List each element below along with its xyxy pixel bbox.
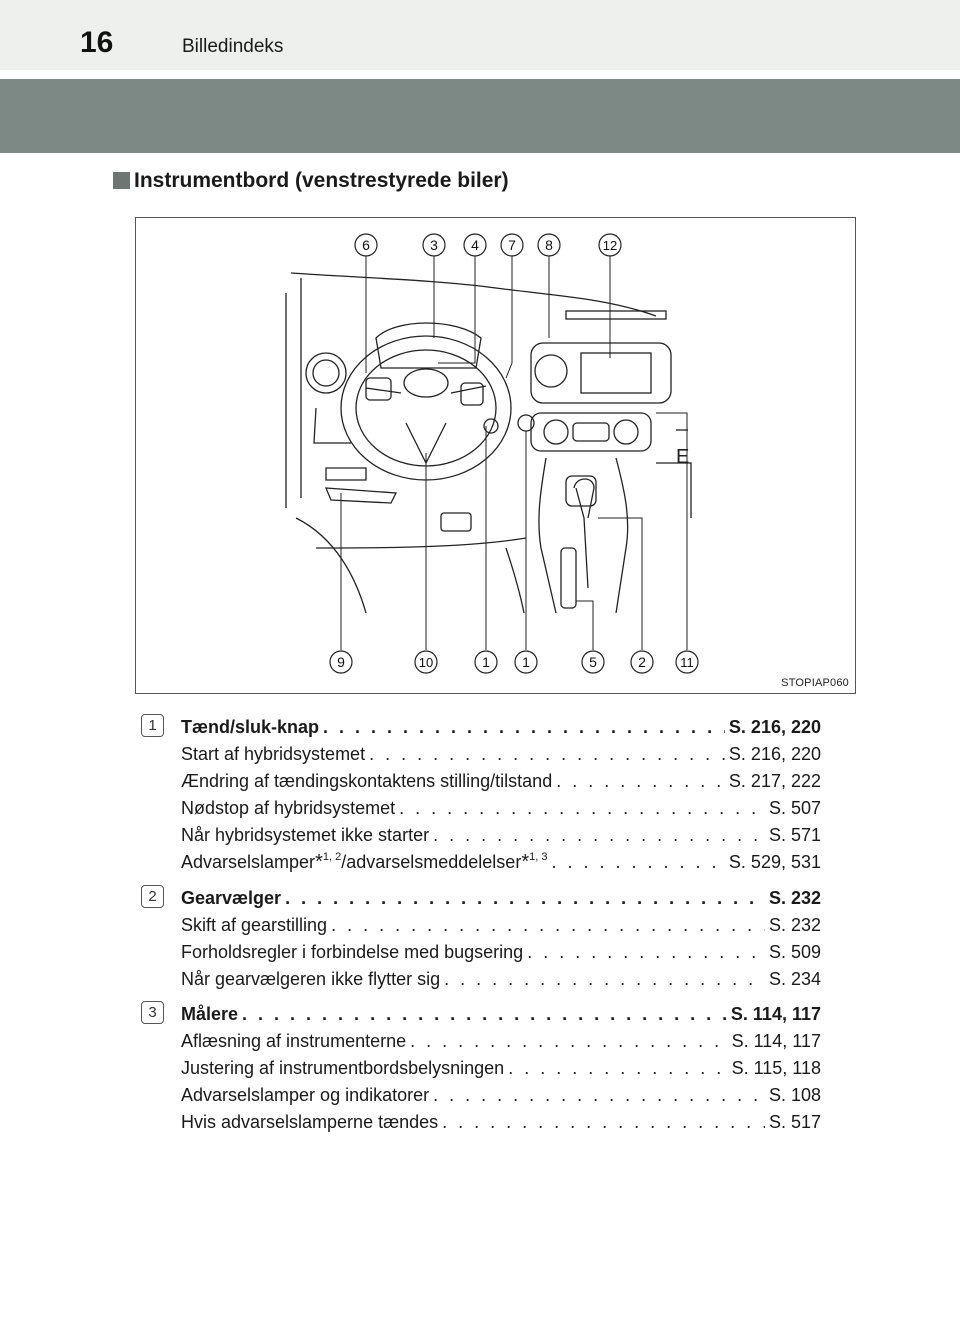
entry-item[interactable]: Aflæsning af instrumenterneS. 114, 117 xyxy=(181,1028,821,1054)
entry-item[interactable]: Ændring af tændingskontaktens stilling/t… xyxy=(181,768,821,794)
callout-3: 3 xyxy=(422,233,446,257)
callout-12: 12 xyxy=(598,233,622,257)
entry-item[interactable]: Skift af gearstillingS. 232 xyxy=(181,912,821,938)
header-band xyxy=(0,79,960,153)
svg-text:11: 11 xyxy=(680,655,694,670)
entry-heading[interactable]: GearvælgerS. 232 xyxy=(181,885,821,911)
callout-4: 4 xyxy=(463,233,487,257)
entry-item[interactable]: Start af hybridsystemetS. 216, 220 xyxy=(181,741,821,767)
page-header: 16 Billedindeks xyxy=(0,0,960,70)
dashboard-illustration: E 6 3 xyxy=(135,217,856,694)
svg-text:6: 6 xyxy=(362,237,370,253)
section-marker-icon xyxy=(113,172,130,189)
callout-11: 11 xyxy=(675,650,699,674)
callout-1b: 1 xyxy=(514,650,538,674)
figure-code: STOPIAP060 xyxy=(781,677,849,689)
entry-item[interactable]: Justering af instrumentbordsbelysningenS… xyxy=(181,1055,821,1081)
svg-text:1: 1 xyxy=(482,654,490,670)
entry-number-box: 2 xyxy=(141,885,164,908)
callout-10: 10 xyxy=(414,650,438,674)
entry-item[interactable]: Når hybridsystemet ikke starterS. 571 xyxy=(181,822,821,848)
callout-8: 8 xyxy=(537,233,561,257)
svg-text:7: 7 xyxy=(508,237,516,253)
svg-text:9: 9 xyxy=(337,654,345,670)
callout-9: 9 xyxy=(329,650,353,674)
entry-number-box: 1 xyxy=(141,714,164,737)
callout-7: 7 xyxy=(500,233,524,257)
svg-text:4: 4 xyxy=(471,237,479,253)
svg-text:10: 10 xyxy=(419,655,433,670)
page-number: 16 xyxy=(80,26,114,59)
header-title: Billedindeks xyxy=(182,36,284,57)
callout-5: 5 xyxy=(581,650,605,674)
entry-item[interactable]: Advarselslamper og indikatorerS. 108 xyxy=(181,1082,821,1108)
entry-number-box: 3 xyxy=(141,1001,164,1024)
entry-item-warning[interactable]: Advarselslamper*1, 2/advarselsmeddelelse… xyxy=(181,849,821,875)
entry-item[interactable]: Når gearvælgeren ikke flytter sigS. 234 xyxy=(181,966,821,992)
svg-text:2: 2 xyxy=(638,654,646,670)
entry-item[interactable]: Forholdsregler i forbindelse med bugseri… xyxy=(181,939,821,965)
svg-text:12: 12 xyxy=(603,238,617,253)
section-title: Instrumentbord (venstrestyrede biler) xyxy=(134,169,509,192)
dashboard-drawing: E 6 3 xyxy=(285,233,699,674)
svg-text:1: 1 xyxy=(522,654,530,670)
callout-6: 6 xyxy=(354,233,378,257)
entry-item[interactable]: Hvis advarselslamperne tændesS. 517 xyxy=(181,1109,821,1135)
svg-text:8: 8 xyxy=(545,237,553,253)
entry-heading[interactable]: Tænd/sluk-knapS. 216, 220 xyxy=(181,714,821,740)
svg-text:5: 5 xyxy=(589,654,597,670)
svg-text:E: E xyxy=(676,446,689,468)
svg-text:3: 3 xyxy=(430,237,438,253)
callout-2: 2 xyxy=(630,650,654,674)
entry-item[interactable]: Nødstop af hybridsystemetS. 507 xyxy=(181,795,821,821)
entry-heading[interactable]: MålereS. 114, 117 xyxy=(181,1001,821,1027)
callout-1a: 1 xyxy=(474,650,498,674)
